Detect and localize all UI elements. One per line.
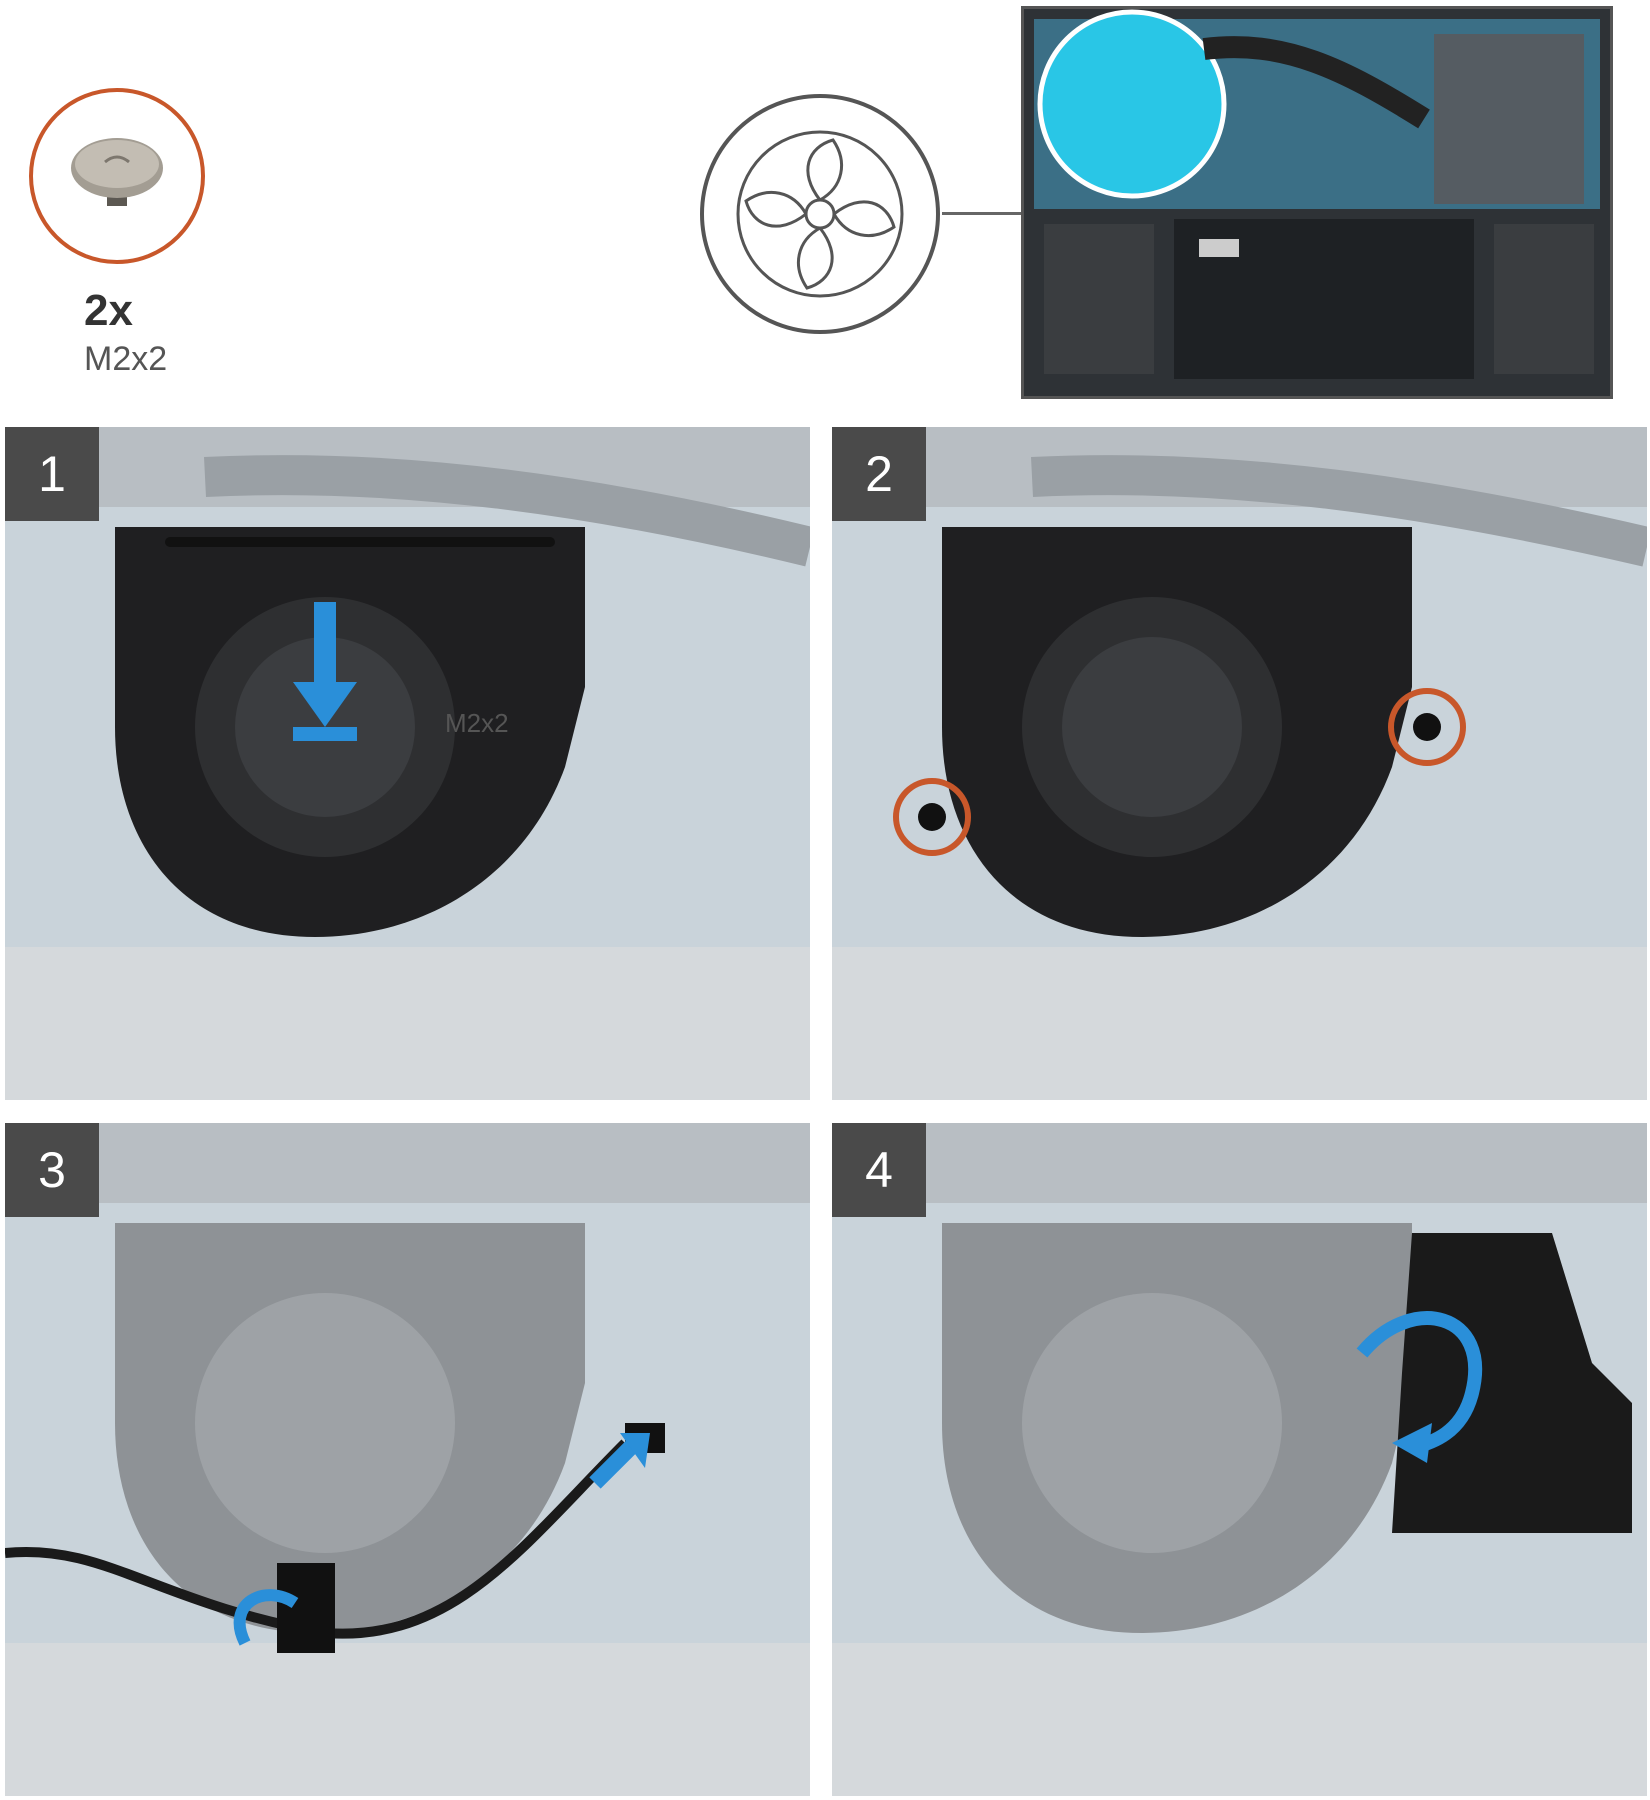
screw-highlight-circle xyxy=(893,778,971,856)
screw-highlight-circle xyxy=(1388,688,1466,766)
step-panel-1: M2x2 1 xyxy=(5,427,810,1100)
screw-install-illustration xyxy=(832,427,1647,1100)
step-number: 2 xyxy=(832,427,926,521)
step-number: 3 xyxy=(5,1123,99,1217)
step-panel-3: 3 xyxy=(5,1123,810,1796)
arrow-icon xyxy=(620,1433,650,1468)
screw-quantity: 2x xyxy=(84,286,133,335)
laptop-overview-illustration xyxy=(1034,9,1600,379)
tape xyxy=(1392,1233,1632,1533)
step-number: 4 xyxy=(832,1123,926,1217)
step-number: 1 xyxy=(5,427,99,521)
screw-icon xyxy=(71,138,163,206)
screw-callout xyxy=(29,88,205,264)
fan-icon xyxy=(700,94,940,334)
laptop-overview xyxy=(1021,6,1613,399)
fan-screw-label: M2x2 xyxy=(445,708,509,738)
fan-highlight-circle xyxy=(1037,9,1227,199)
curved-arrow-icon xyxy=(1356,1311,1483,1455)
step-panel-4: 4 xyxy=(832,1123,1647,1796)
cable-connect-illustration xyxy=(5,1123,810,1796)
curved-arrow-icon xyxy=(233,1589,299,1646)
step-panel-2: 2 xyxy=(832,427,1647,1100)
tape-adhere-illustration xyxy=(832,1123,1647,1796)
arrow-down-icon xyxy=(293,682,357,727)
tape xyxy=(277,1563,335,1653)
fan-placement-illustration: M2x2 xyxy=(5,427,810,1100)
screw-size: M2x2 xyxy=(84,340,168,378)
